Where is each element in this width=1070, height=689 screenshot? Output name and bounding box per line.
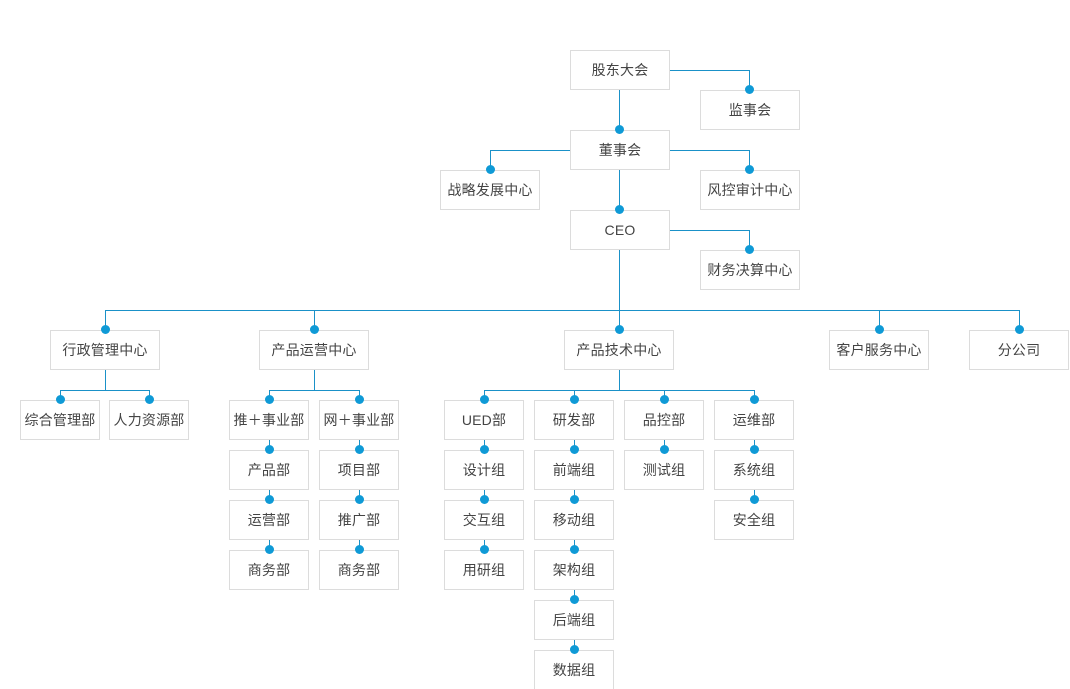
connector-dot-product-operations-center xyxy=(310,325,319,334)
node-project-dept[interactable]: 项目部 xyxy=(319,450,399,490)
connector-dot-operations-dept xyxy=(265,495,274,504)
connector-dot-user-research-group xyxy=(480,545,489,554)
node-user-research-group[interactable]: 用研组 xyxy=(444,550,524,590)
connector-dot-branch-company xyxy=(1015,325,1024,334)
node-tui-plus-business-unit[interactable]: 推＋事业部 xyxy=(229,400,309,440)
connector-dot-mobile-group xyxy=(570,495,579,504)
connector-product-tech-stem xyxy=(619,370,620,390)
connector-dot-qa-dept xyxy=(660,395,669,404)
connector-dot-business-dept-b xyxy=(355,545,364,554)
connector-board-to-strategy-vertical xyxy=(490,150,491,170)
node-business-dept-b[interactable]: 商务部 xyxy=(319,550,399,590)
node-product-dept[interactable]: 产品部 xyxy=(229,450,309,490)
connector-shareholders-to-supervisors-horizontal xyxy=(670,70,750,71)
connector-shareholders-to-board-vertical xyxy=(619,90,620,130)
connector-dot-test-group xyxy=(660,445,669,454)
connector-dot-system-group xyxy=(750,445,759,454)
node-shareholders-meeting[interactable]: 股东大会 xyxy=(570,50,670,90)
connector-dot-human-resources-dept xyxy=(145,395,154,404)
connector-dot-finance-center xyxy=(745,245,754,254)
node-business-dept-a[interactable]: 商务部 xyxy=(229,550,309,590)
connector-product-ops-bus xyxy=(269,390,359,391)
node-finance-settlement-center[interactable]: 财务决算中心 xyxy=(700,250,800,290)
connector-ceo-to-finance-vertical xyxy=(749,230,750,250)
connector-dot-admin-center xyxy=(101,325,110,334)
node-human-resources-dept[interactable]: 人力资源部 xyxy=(109,400,189,440)
node-promotion-dept[interactable]: 推广部 xyxy=(319,500,399,540)
connector-dot-wang-plus-business-unit xyxy=(355,395,364,404)
connector-board-to-strategy-horizontal xyxy=(490,150,570,151)
connector-dot-architecture-group xyxy=(570,545,579,554)
connector-dot-ceo xyxy=(615,205,624,214)
connector-board-to-ceo-vertical xyxy=(619,170,620,210)
node-board-of-directors[interactable]: 董事会 xyxy=(570,130,670,170)
connector-dot-tui-plus-business-unit xyxy=(265,395,274,404)
connector-board-to-risk-vertical xyxy=(749,150,750,170)
connector-dot-data-group xyxy=(570,645,579,654)
connector-bus-drop-customer-service xyxy=(879,310,880,330)
connector-admin-stem xyxy=(105,370,106,390)
node-system-group[interactable]: 系统组 xyxy=(714,450,794,490)
connector-ceo-to-bus-vertical xyxy=(619,250,620,310)
node-security-group[interactable]: 安全组 xyxy=(714,500,794,540)
node-product-operations-center[interactable]: 产品运营中心 xyxy=(259,330,369,370)
node-general-management-dept[interactable]: 综合管理部 xyxy=(20,400,100,440)
connector-board-to-risk-horizontal xyxy=(670,150,750,151)
connector-dot-strategy-center xyxy=(486,165,495,174)
connector-dot-customer-service-center xyxy=(875,325,884,334)
connector-ceo-to-finance-horizontal xyxy=(670,230,750,231)
connector-bus-drop-product-ops xyxy=(314,310,315,330)
node-strategy-development-center[interactable]: 战略发展中心 xyxy=(440,170,540,210)
connector-dot-ops-dept xyxy=(750,395,759,404)
node-wang-plus-business-unit[interactable]: 网＋事业部 xyxy=(319,400,399,440)
connector-dot-design-group xyxy=(480,445,489,454)
node-customer-service-center[interactable]: 客户服务中心 xyxy=(829,330,929,370)
connector-dot-project-dept xyxy=(355,445,364,454)
connector-dot-product-technology-center xyxy=(615,325,624,334)
connector-dot-business-dept-a xyxy=(265,545,274,554)
node-branch-company[interactable]: 分公司 xyxy=(969,330,1069,370)
connector-dot-board-of-directors xyxy=(615,125,624,134)
node-rd-dept[interactable]: 研发部 xyxy=(534,400,614,440)
connector-dot-product-dept xyxy=(265,445,274,454)
connector-bus-drop-branch xyxy=(1019,310,1020,330)
connector-admin-bus xyxy=(60,390,150,391)
node-qa-dept[interactable]: 品控部 xyxy=(624,400,704,440)
connector-dot-promotion-dept xyxy=(355,495,364,504)
node-admin-management-center[interactable]: 行政管理中心 xyxy=(50,330,160,370)
node-mobile-group[interactable]: 移动组 xyxy=(534,500,614,540)
connector-dot-frontend-group xyxy=(570,445,579,454)
connector-product-ops-stem xyxy=(314,370,315,390)
connector-bus-drop-product-tech xyxy=(619,310,620,330)
connector-dot-risk-center xyxy=(745,165,754,174)
node-product-technology-center[interactable]: 产品技术中心 xyxy=(564,330,674,370)
connector-bus-drop-admin xyxy=(105,310,106,330)
connector-dot-rd-dept xyxy=(570,395,579,404)
node-interaction-group[interactable]: 交互组 xyxy=(444,500,524,540)
connector-dot-backend-group xyxy=(570,595,579,604)
node-ceo[interactable]: CEO xyxy=(570,210,670,250)
connector-dot-security-group xyxy=(750,495,759,504)
node-operations-dept[interactable]: 运营部 xyxy=(229,500,309,540)
node-ops-dept[interactable]: 运维部 xyxy=(714,400,794,440)
node-design-group[interactable]: 设计组 xyxy=(444,450,524,490)
connector-dot-ued-dept xyxy=(480,395,489,404)
node-risk-control-audit-center[interactable]: 风控审计中心 xyxy=(700,170,800,210)
connector-dot-general-management-dept xyxy=(56,395,65,404)
node-data-group[interactable]: 数据组 xyxy=(534,650,614,689)
node-ued-dept[interactable]: UED部 xyxy=(444,400,524,440)
node-test-group[interactable]: 测试组 xyxy=(624,450,704,490)
node-frontend-group[interactable]: 前端组 xyxy=(534,450,614,490)
node-board-of-supervisors[interactable]: 监事会 xyxy=(700,90,800,130)
connector-product-tech-bus xyxy=(484,390,755,391)
connector-dot-supervisors xyxy=(745,85,754,94)
connector-dot-interaction-group xyxy=(480,495,489,504)
node-backend-group[interactable]: 后端组 xyxy=(534,600,614,640)
connector-shareholders-to-supervisors-vertical xyxy=(749,70,750,90)
connector-main-bus-horizontal xyxy=(105,310,1020,311)
node-architecture-group[interactable]: 架构组 xyxy=(534,550,614,590)
